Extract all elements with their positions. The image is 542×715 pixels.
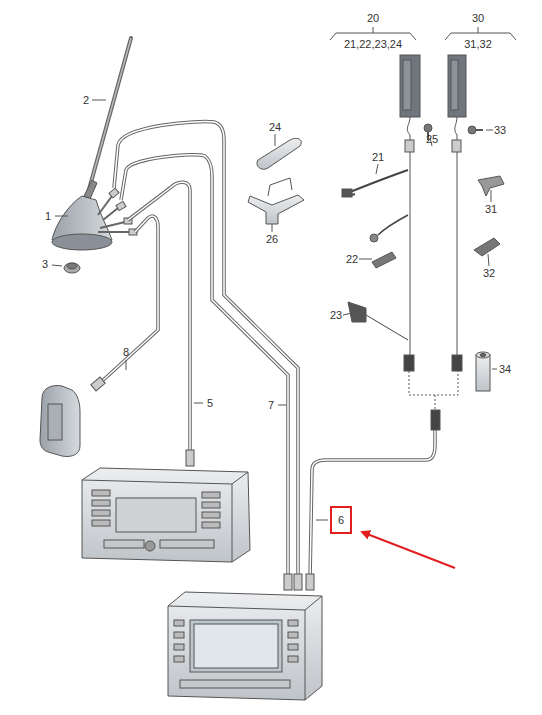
callout-number: 8 (123, 347, 129, 358)
highlight-box: 6 (330, 506, 352, 534)
callout-number: 6 (338, 515, 344, 526)
callout-number: 21,22,23,24 (344, 39, 402, 50)
callout-number: 26 (266, 234, 278, 245)
callout-number: 33 (494, 125, 506, 136)
callout-number: 2 (83, 95, 89, 106)
callout-number: 22 (346, 254, 358, 265)
callout-number: 3 (42, 259, 48, 270)
callout-number: 31,32 (464, 39, 492, 50)
callout-number: 7 (268, 400, 274, 411)
callout-number: 23 (330, 310, 342, 321)
callout-number: 25 (426, 134, 438, 145)
callout-number: 21 (372, 152, 384, 163)
callout-number: 31 (485, 204, 497, 215)
callout-number: 5 (207, 398, 213, 409)
callout-number: 1 (45, 211, 51, 222)
callout-number: 24 (269, 122, 281, 133)
callout-number: 20 (367, 13, 379, 24)
callout-number: 34 (499, 364, 511, 375)
callout-number: 30 (472, 13, 484, 24)
callout-number: 32 (483, 268, 495, 279)
